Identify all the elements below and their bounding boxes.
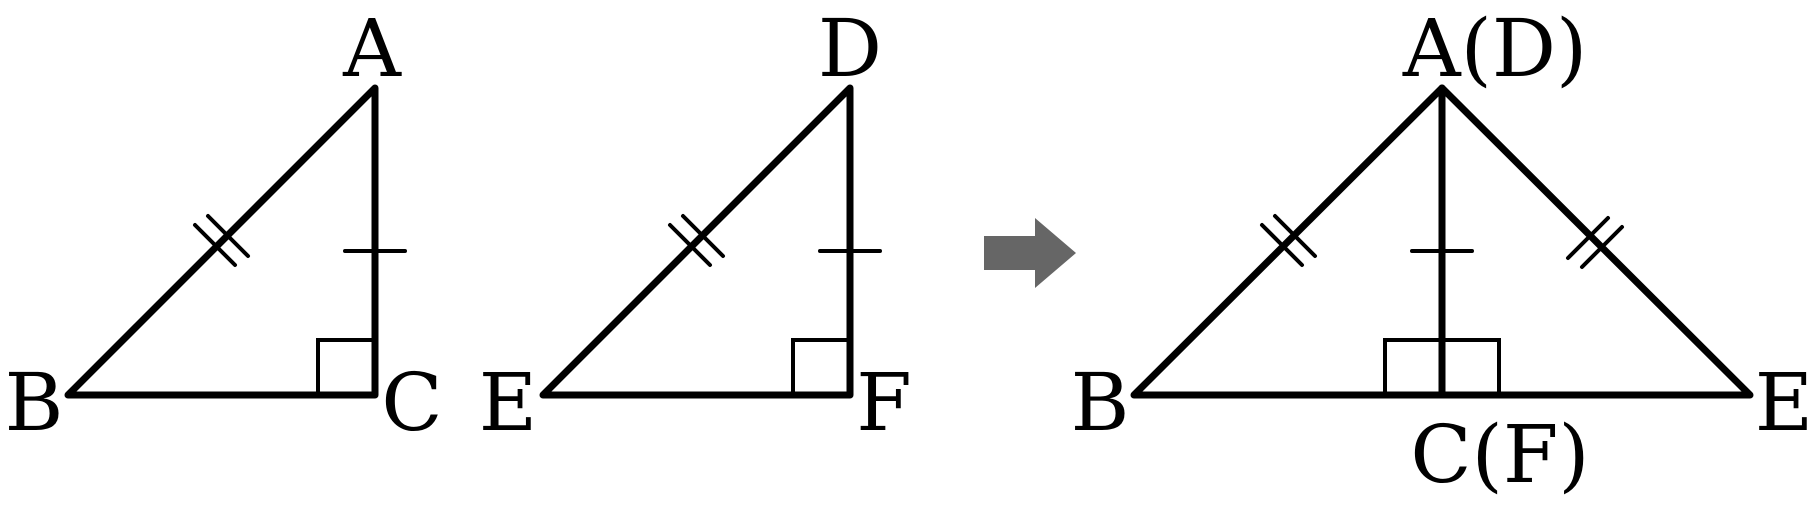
double-tick-ab-combined: [1260, 214, 1317, 267]
vertex-label-c-f: C(F): [1410, 408, 1589, 501]
vertex-label-a: A: [342, 2, 402, 95]
triangle-abc-outline: [64, 84, 379, 399]
double-tick-ab: [193, 214, 250, 267]
double-tick-de-combined: [1566, 216, 1624, 269]
vertex-label-b-combined: B: [1071, 356, 1130, 449]
vertex-label-e: E: [479, 356, 537, 449]
triangle-def: D E F: [479, 2, 912, 449]
vertex-label-a-d: A(D): [1402, 2, 1587, 95]
vertex-label-b: B: [5, 356, 64, 449]
right-angle-marker-f: [791, 338, 850, 395]
vertex-label-d: D: [818, 2, 882, 95]
vertex-label-e-combined: E: [1755, 356, 1813, 449]
combined-triangle-abe: A(D) B C(F) E: [1071, 2, 1814, 501]
double-tick-de: [668, 214, 725, 267]
vertex-label-c: C: [381, 356, 442, 449]
right-arrow-icon: [984, 218, 1076, 288]
right-angle-markers-cf: [1383, 338, 1501, 395]
triangle-abc: A B C: [5, 2, 443, 449]
right-angle-marker-c: [316, 338, 375, 395]
vertex-label-f: F: [856, 356, 912, 449]
triangle-def-outline: [539, 84, 854, 399]
